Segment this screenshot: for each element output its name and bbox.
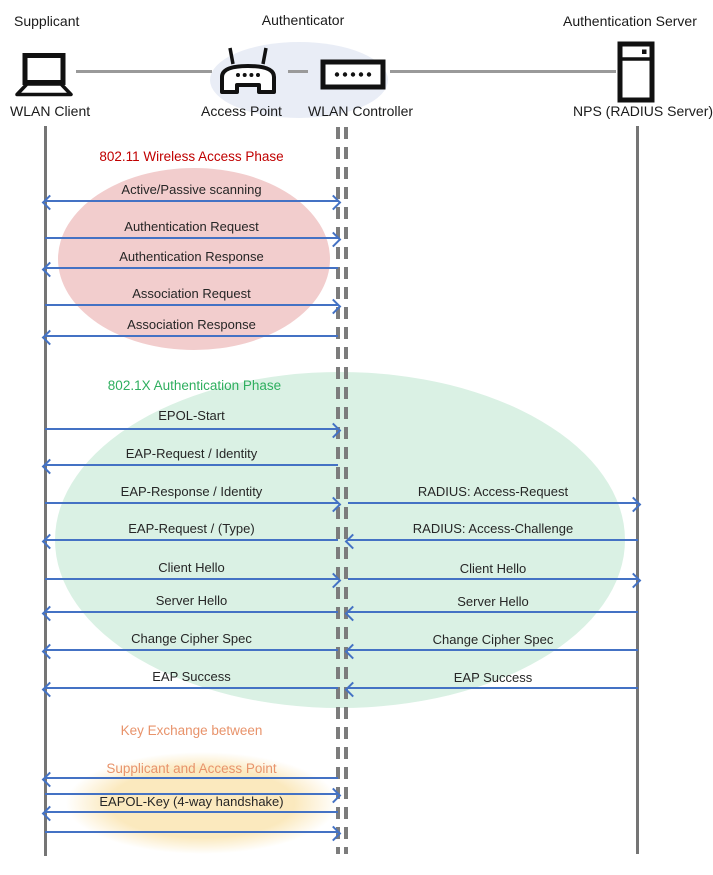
message-label-active-passive-scanning: Active/Passive scanning [121,182,262,197]
message-label-server-hello-right: Server Hello [457,594,529,609]
wlan-controller-label: WLAN Controller [308,103,414,119]
message-arrow-epol-start [45,422,342,438]
message-label-eap-response-identity: EAP-Response / Identity [120,484,263,499]
wireless-access-phase-title: 802.11 Wireless Access Phase [99,149,284,164]
message-label-eap-request-type: EAP-Request / (Type) [128,521,255,536]
message-label-client-hello-right: Client Hello [459,561,527,576]
access-point-icon [220,47,276,94]
message-arrow-association-request [45,298,342,314]
wlan-controller-icon [320,59,386,90]
key-exchange-arrow-2 [45,787,342,803]
connector-controller-server [390,70,616,73]
message-label-authentication-response: Authentication Response [119,249,264,264]
wlan-controller-lifeline-inner [344,127,348,854]
message-label-radius-access-challenge: RADIUS: Access-Challenge [412,521,574,536]
message-label-change-cipher-spec-left: Change Cipher Spec [131,631,252,646]
message-label-change-cipher-spec-right: Change Cipher Spec [432,632,554,647]
message-arrow-radius-access-challenge [344,533,638,549]
radius-server-lifeline [636,126,639,854]
message-arrow-change-cipher-spec-right [344,643,638,659]
supplicant-role-label: Supplicant [14,13,80,29]
message-label-authentication-request: Authentication Request [124,219,259,234]
server-icon [617,41,655,103]
connector-client-ap [76,70,212,73]
authentication-phase-title: 802.1X Authentication Phase [107,378,282,393]
message-arrow-active-passive-scanning [41,194,342,210]
message-arrow-eap-success-left [41,681,338,697]
message-arrow-eap-success-right [344,681,638,697]
key-exchange-title-line1: Key Exchange between [120,723,263,738]
message-label-association-response: Association Response [127,317,256,332]
message-arrow-server-hello-right [344,605,638,621]
key-exchange-arrow-1 [41,771,338,787]
access-point-label: Access Point [201,103,282,119]
wlan-client-lifeline [44,126,47,856]
message-label-eap-request-identity: EAP-Request / Identity [125,446,258,461]
message-arrow-radius-access-request [348,496,642,512]
message-arrow-client-hello-right [348,572,642,588]
key-exchange-arrow-3 [41,805,338,821]
message-arrow-authentication-request [45,231,342,247]
message-arrow-eap-request-identity [41,458,338,474]
message-arrow-change-cipher-spec-left [41,643,338,659]
message-label-server-hello-left: Server Hello [155,593,228,608]
wireless-access-phase-ellipse [58,168,330,350]
message-label-eap-success-left: EAP Success [152,669,231,684]
wlan-controller-lifeline-outer [336,127,340,854]
message-label-radius-access-request: RADIUS: Access-Request [417,484,569,499]
key-exchange-arrow-4 [45,825,342,841]
authentication-server-role-label: Authentication Server [563,13,697,29]
key-exchange-phase-ellipse [66,752,338,854]
message-arrow-server-hello-left [41,605,338,621]
key-exchange-title-line2: Supplicant and Access Point [106,761,277,776]
message-arrow-authentication-response [41,261,338,277]
message-label-eapol-key: EAPOL-Key (4-way handshake) [99,794,284,809]
message-label-association-request: Association Request [132,286,251,301]
message-label-epol-start: EPOL-Start [158,408,225,423]
message-arrow-eap-response-identity [45,496,342,512]
wlan-client-label: WLAN Client [10,103,91,119]
key-exchange-phase-title: Key Exchange between Supplicant and Acce… [45,721,338,778]
message-label-client-hello-left: Client Hello [158,560,225,575]
connector-ap-controller [288,70,308,73]
laptop-icon [15,53,73,97]
nps-radius-server-label: NPS (RADIUS Server) [573,103,713,119]
message-arrow-association-response [41,329,338,345]
authenticator-role-label: Authenticator [261,12,345,28]
message-label-eap-success-right: EAP Success [453,670,533,685]
message-arrow-eap-request-type [41,533,338,549]
message-arrow-client-hello-left [45,572,342,588]
